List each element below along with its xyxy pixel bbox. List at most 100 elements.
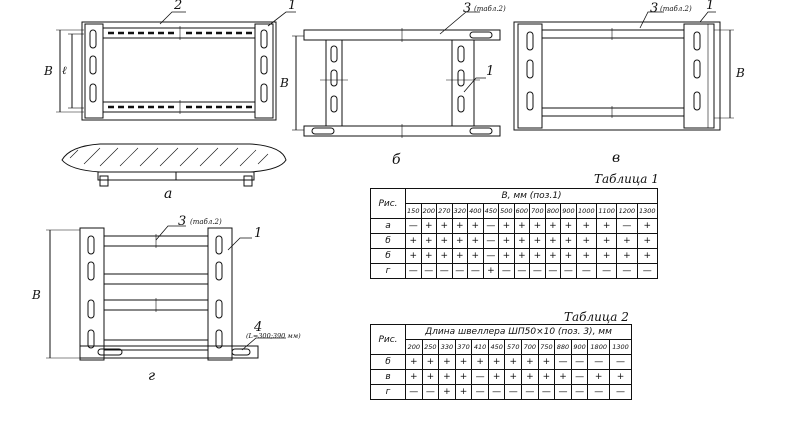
table1-col-header: 1200 (616, 203, 638, 219)
table1-cell: + (451, 233, 469, 249)
figure-b-label: б (392, 152, 401, 168)
table2-cell: + (471, 354, 489, 370)
table1-cell: + (436, 233, 453, 249)
table2-cell: — (471, 384, 489, 400)
table1-cell: + (575, 233, 597, 249)
table1-header-row: Рис. В, мм (поз.1) (370, 188, 658, 219)
table2-cell: — (587, 384, 611, 400)
table1-row-label: а (370, 218, 406, 234)
table2-cell: — (587, 354, 611, 370)
table1-cell: + (513, 248, 531, 264)
callout-4: 4 (254, 320, 263, 335)
table-2: Рис. Длина швеллера ШП50×10 (поз. 3), мм… (370, 324, 632, 400)
table2-cell: — (487, 384, 506, 400)
table2-cell: — (537, 384, 556, 400)
table2-cell: — (609, 354, 632, 370)
table1-col-header: 1300 (636, 203, 659, 219)
table1-cell: + (451, 248, 469, 264)
table2-cell: + (521, 369, 539, 385)
table2-row: в++++—+++++—++ (370, 369, 632, 385)
table1-cell: + (529, 233, 546, 249)
figure-g (46, 225, 286, 361)
table2-col-header: 700 (521, 339, 539, 355)
table1-cell: + (595, 233, 618, 249)
callout-3-fig-v: 3 (650, 1, 659, 16)
table1-cell: + (529, 218, 546, 234)
table1-cell: + (544, 248, 562, 264)
table1-cell: + (436, 248, 453, 264)
table1-cell: + (498, 218, 515, 234)
table2-cell: — (405, 384, 423, 400)
table1-col-header: 900 (560, 203, 577, 219)
table1-row: б+++++—+++++++++ (370, 233, 659, 249)
table1-cell: + (616, 233, 638, 249)
table1-col-header: 600 (513, 203, 531, 219)
table1-row: б+++++—+++++++++ (370, 248, 659, 264)
table1-col-header: 700 (529, 203, 546, 219)
tab2-note-fig-g: (табл.2) (190, 218, 222, 226)
table1-cell: — (513, 263, 531, 279)
figure-v (513, 11, 734, 131)
table2-cell: + (609, 369, 632, 385)
table1-cell: + (575, 248, 597, 264)
callout-3-fig-g: 3 (178, 214, 187, 229)
table2-cell: + (454, 384, 473, 400)
table2-col-header: 1800 (587, 339, 611, 355)
table1-cell: + (420, 233, 438, 249)
table1-cell: — (636, 263, 659, 279)
table2-cell: + (454, 354, 473, 370)
table1-cell: — (498, 263, 515, 279)
table1-cell: + (560, 233, 577, 249)
table2-cell: + (421, 354, 440, 370)
table2-cell: + (405, 354, 423, 370)
table1-cell: — (529, 263, 546, 279)
table1-col-header: 1100 (595, 203, 618, 219)
table2-cell: + (405, 369, 423, 385)
table1-row: а—++++—+++++++—+ (370, 218, 659, 234)
figure-v-label: в (612, 150, 621, 166)
table2-row-label: г (370, 384, 406, 400)
table1-cell: — (575, 263, 597, 279)
figure-b (292, 11, 501, 138)
table2-cell: — (471, 369, 489, 385)
callout-2: 2 (174, 0, 183, 13)
table1-cell: — (616, 218, 638, 234)
table1-cell: + (529, 248, 546, 264)
table1-cell: — (544, 263, 562, 279)
table1-cell: + (560, 218, 577, 234)
table2-cell: + (438, 384, 456, 400)
table1-title: Таблица 1 (594, 172, 659, 186)
table2-cell: — (570, 384, 589, 400)
table2-cell: — (570, 369, 589, 385)
table1-cell: — (436, 263, 453, 279)
table2-cell: + (587, 369, 611, 385)
table2-col-header: 1300 (609, 339, 632, 355)
table1-col-header: 500 (498, 203, 515, 219)
table2-cell: — (609, 384, 632, 400)
table1-col-header: 1000 (575, 203, 597, 219)
callout-1-fig-g: 1 (254, 226, 263, 241)
table1-col-header: 400 (467, 203, 484, 219)
table1-cell: — (482, 233, 500, 249)
table1-cell: — (451, 263, 469, 279)
table2-cell: + (454, 369, 473, 385)
table1-cell: + (595, 218, 618, 234)
table1-cell: + (616, 248, 638, 264)
table1-col-header: 800 (544, 203, 562, 219)
table2-cell: + (554, 369, 572, 385)
table1-cell: — (405, 263, 422, 279)
table1-cell: + (498, 233, 515, 249)
table1-cell: + (636, 218, 659, 234)
table2-col-header: 410 (471, 339, 489, 355)
figure-a (56, 11, 296, 187)
table2-cell: — (570, 354, 589, 370)
table1-col-header: 320 (451, 203, 469, 219)
dimension-b-fig-b: В (280, 76, 289, 90)
figure-g-label: г (148, 368, 156, 384)
table2-cell: + (537, 354, 556, 370)
table1-row: г—————+————————— (370, 263, 659, 279)
table2-col-header: 900 (570, 339, 589, 355)
